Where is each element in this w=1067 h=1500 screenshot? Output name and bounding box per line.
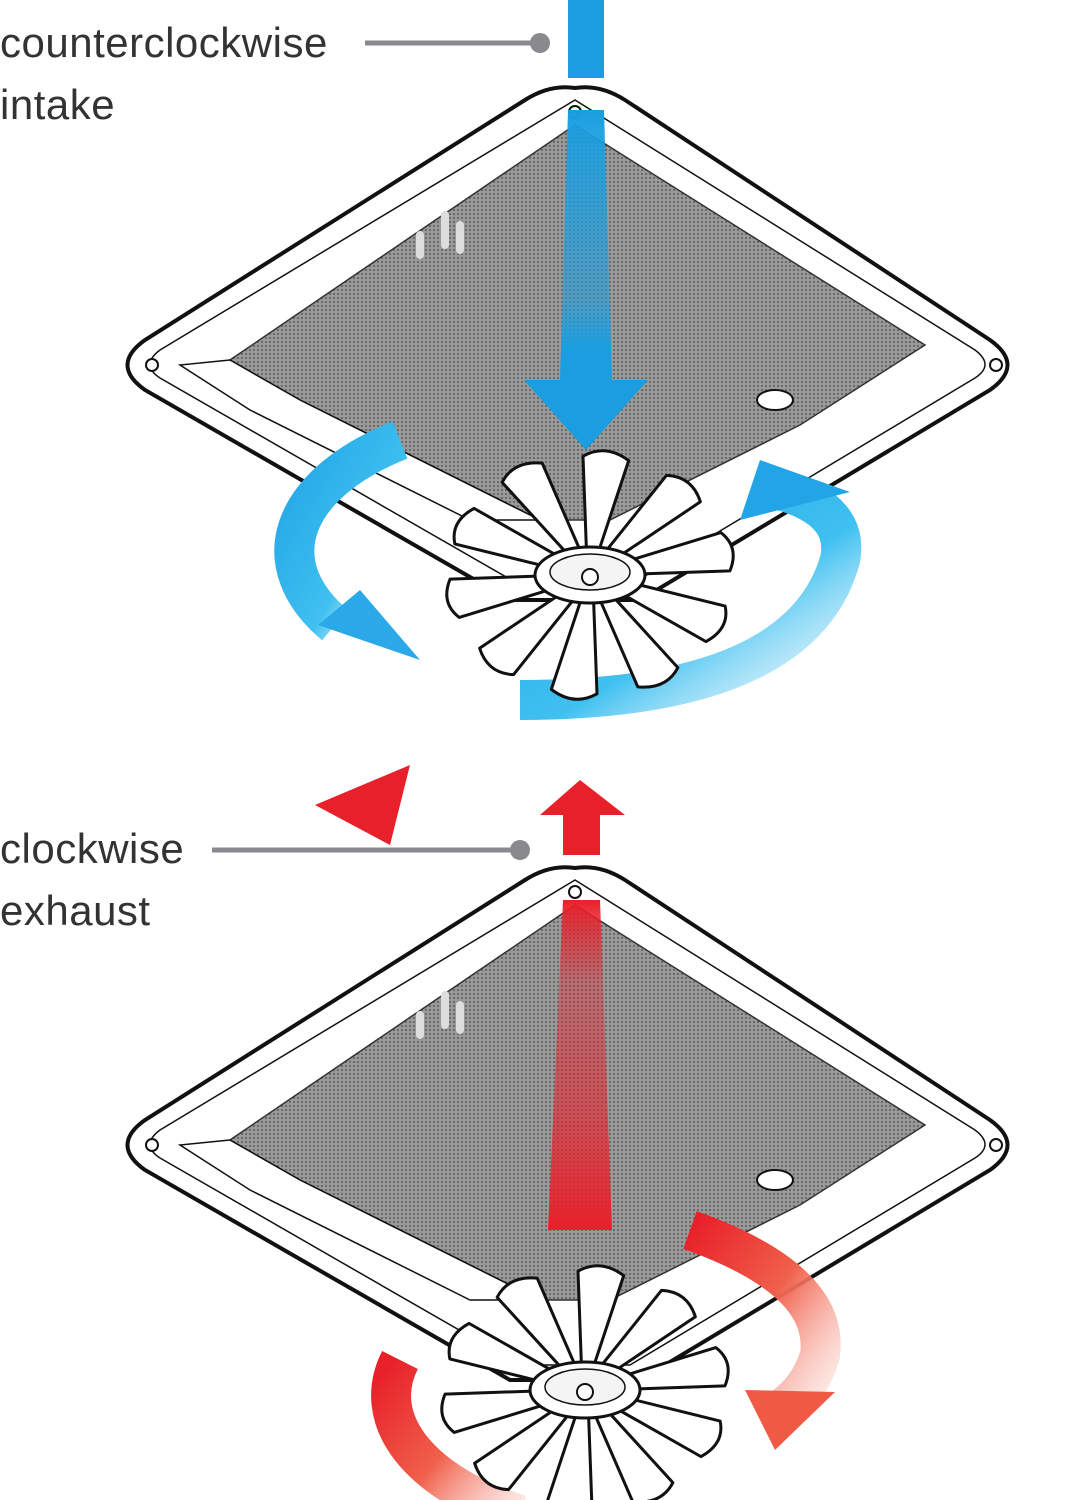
- exhaust-rotation-arrowhead-right: [745, 1390, 835, 1450]
- fan-blade: [613, 578, 728, 644]
- intake-mode-text: intake: [0, 81, 116, 128]
- fan-blade: [603, 473, 702, 562]
- fan-blade: [447, 1321, 562, 1387]
- exhaust-label: clockwise exhaust: [0, 818, 184, 942]
- fan-blade: [581, 449, 631, 553]
- exhaust-rotation-arrowhead-left: [315, 765, 410, 845]
- intake-vent-latch: [416, 211, 464, 259]
- exhaust-airflow-arrowhead: [540, 780, 625, 855]
- exhaust-airflow-arrow: [548, 900, 612, 1230]
- screw-icon: [568, 885, 582, 899]
- fan-blade: [608, 1393, 723, 1459]
- exhaust-leader-dot: [510, 840, 530, 860]
- fan-blade: [598, 1288, 697, 1377]
- screw-icon: [145, 358, 159, 372]
- fan-blade: [610, 1346, 730, 1392]
- fan-blade: [615, 531, 735, 577]
- exhaust-vent-latch: [416, 991, 464, 1039]
- intake-direction-text: counterclockwise: [0, 19, 328, 66]
- intake-label: counterclockwise intake: [0, 12, 328, 136]
- fan-blade: [546, 1412, 594, 1500]
- fan-blade: [473, 1403, 572, 1492]
- intake-vent-knob: [756, 389, 794, 411]
- fan-blade: [549, 597, 599, 701]
- exhaust-vent-knob: [756, 1169, 794, 1191]
- intake-airflow-arrow: [524, 110, 648, 450]
- screw-icon: [145, 1138, 159, 1152]
- intake-fan-hub-screw: [581, 568, 599, 586]
- fan-blade: [500, 461, 582, 558]
- exhaust-fan-hub-screw: [576, 1383, 594, 1401]
- screw-icon: [989, 1138, 1003, 1152]
- intake-airflow-arrow-stem-top: [568, 0, 604, 78]
- exhaust-direction-text: clockwise: [0, 825, 185, 872]
- fan-blade: [495, 1276, 577, 1373]
- intake-rotation-arrow-right: [519, 470, 862, 720]
- exhaust-vent-panel: [177, 1139, 541, 1301]
- intake-vent: [125, 0, 1010, 720]
- exhaust-vent: [125, 765, 1010, 1500]
- fan-blade: [598, 592, 680, 689]
- fan-blade: [576, 1264, 626, 1368]
- exhaust-fan: [440, 1264, 730, 1500]
- fan-blade: [440, 1388, 560, 1434]
- fan-blade: [478, 588, 577, 677]
- intake-rotation-arrowhead-right: [740, 460, 850, 520]
- intake-leader-dot: [530, 33, 550, 53]
- fan-blade: [445, 573, 565, 619]
- exhaust-rotation-arrow-right: [683, 1211, 841, 1427]
- exhaust-mode-text: exhaust: [0, 887, 151, 934]
- intake-rotation-arrow-left: [274, 421, 408, 641]
- intake-fan: [445, 449, 735, 701]
- fan-blade: [593, 1407, 675, 1500]
- screw-icon: [989, 358, 1003, 372]
- fan-blade: [452, 506, 567, 572]
- intake-rotation-arrowhead-left: [318, 590, 420, 660]
